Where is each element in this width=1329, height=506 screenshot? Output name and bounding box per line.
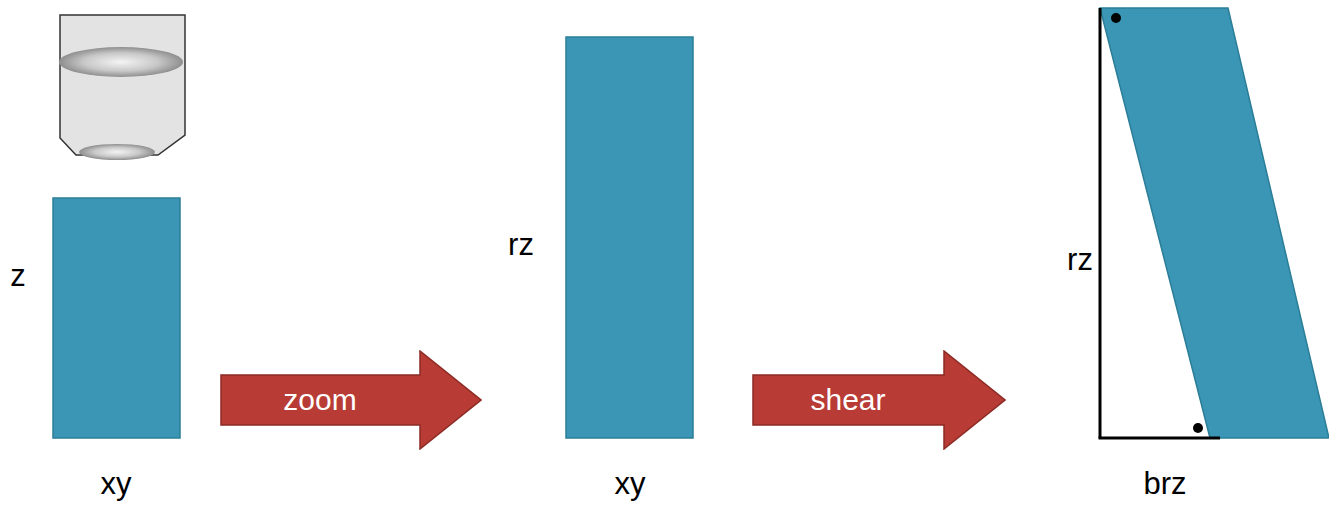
axis-label: rz [508,227,534,263]
arrow-shape [221,351,481,449]
lens [79,144,155,160]
objective-lens [59,15,185,160]
step-label: zoom [220,350,420,450]
axis-line [1099,437,1221,440]
lens [59,47,183,77]
axis-label: z [10,258,26,294]
axis-label: xy [615,466,646,502]
axis-label: rz [1067,242,1093,278]
objective-housing [60,15,185,155]
arrow-shape [753,351,1005,449]
corner-dot [1193,423,1203,433]
block-arrow: zoom [220,350,482,450]
sample-volume [53,198,180,438]
corner-dot [1111,13,1121,23]
block-arrow: shear [752,350,1006,450]
axis-label: brz [1143,466,1186,502]
axis-label: xy [101,466,132,502]
step-label: shear [752,350,944,450]
sheared-volume [1100,8,1329,438]
zoomed-volume [566,37,693,438]
axis-line [1099,8,1102,438]
